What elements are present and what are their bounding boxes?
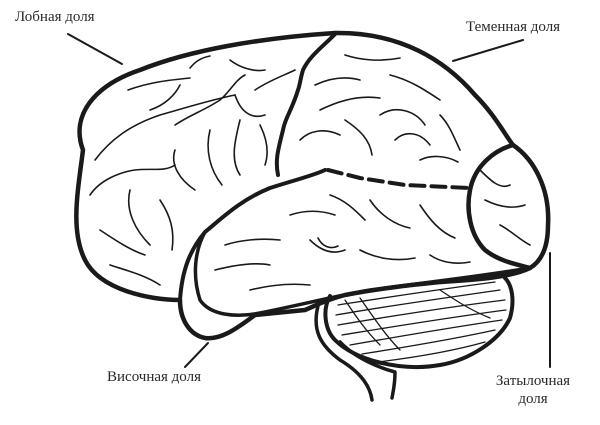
frontal-leader-line (67, 33, 123, 65)
brainstem-outline (314, 304, 374, 402)
lateral-fissure-dashed (326, 168, 472, 190)
temporal-leader-line (184, 342, 209, 368)
cerebellum-outline (323, 276, 515, 369)
temporal-lobe-label: Височная доля (107, 369, 201, 385)
gyri-detail (89, 54, 531, 291)
temporal-lower-edge (193, 230, 532, 317)
cerebellum-folia (335, 281, 507, 363)
cerebrum-outline (74, 30, 551, 341)
brainstem-outline-right (338, 340, 397, 400)
lateral-fissure (178, 168, 327, 302)
central-sulcus (274, 31, 338, 177)
frontal-lobe-label: Лобная доля (15, 9, 95, 25)
parietal-leader-line (452, 39, 524, 62)
occipital-label-line1: Затылочная (495, 373, 571, 389)
occipital-boundary (466, 142, 533, 271)
parietal-lobe-label: Теменная доля (466, 19, 561, 35)
occipital-label-line2: доля (518, 391, 548, 407)
occipital-lobe-label: Затылочная доля (488, 372, 578, 408)
